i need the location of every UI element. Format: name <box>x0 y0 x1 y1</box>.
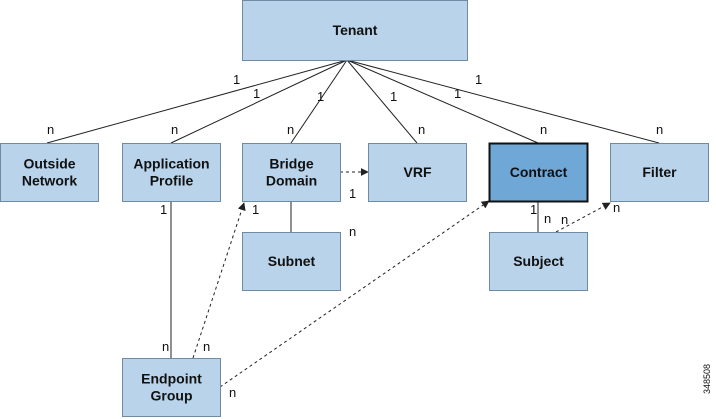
cardinality-to-contract-subject: n <box>544 211 551 226</box>
cardinality-to-tenant-contract: n <box>540 122 547 137</box>
node-contract: Contract <box>488 142 589 203</box>
cardinality-to-bridge-domain-subnet: n <box>349 224 356 239</box>
edge-tenant-to-application-profile <box>170 59 348 144</box>
cardinality-from-tenant-application-profile: 1 <box>253 86 260 101</box>
cardinality-to-tenant-application-profile: n <box>171 122 178 137</box>
edge-endpoint-group-to-contract <box>219 200 490 388</box>
figure-id: 348508 <box>702 364 712 394</box>
cardinality-from-tenant-bridge-domain: 1 <box>317 89 324 104</box>
edge-tenant-to-filter <box>346 59 660 144</box>
cardinality-to-tenant-vrf: n <box>418 122 425 137</box>
node-box <box>489 232 588 291</box>
node-subject: Subject <box>489 232 588 291</box>
edge-tenant-to-outside-network <box>46 59 348 144</box>
node-subnet: Subnet <box>242 232 341 291</box>
node-label: Tenant <box>333 22 378 38</box>
cardinality-to-tenant-outside-network: n <box>47 122 54 137</box>
cardinality-to-tenant-filter: n <box>656 122 663 137</box>
cardinality-from-contract-subject: 1 <box>530 202 537 217</box>
node-vrf: VRF <box>368 143 467 202</box>
node-filter: Filter <box>610 143 709 202</box>
cardinality-from-endpoint-group-bridge-domain: n <box>203 339 210 354</box>
cardinality-from-application-profile-endpoint-group: 1 <box>160 202 167 217</box>
cardinality-from-subject-filter: n <box>561 212 568 227</box>
cardinality-to-tenant-bridge-domain: n <box>287 122 294 137</box>
cardinality-from-tenant-outside-network: 1 <box>233 72 240 87</box>
cardinality-from-endpoint-group-contract: n <box>229 385 236 400</box>
node-box <box>368 143 467 202</box>
node-label: Subnet <box>268 253 316 269</box>
node-label: Subject <box>513 253 564 269</box>
cardinality-from-tenant-filter: 1 <box>475 72 482 87</box>
cardinality-from-bridge-domain-subnet: 1 <box>252 202 259 217</box>
cardinality-to-subject-filter: n <box>613 200 620 215</box>
edges-layer <box>46 59 660 388</box>
node-box <box>122 143 221 202</box>
node-label: Contract <box>510 164 568 180</box>
cardinality-to-application-profile-endpoint-group: n <box>162 339 169 354</box>
edge-tenant-to-vrf <box>346 59 418 144</box>
edge-tenant-to-bridge-domain <box>290 59 348 144</box>
cardinality-from-tenant-vrf: 1 <box>390 89 397 104</box>
edge-endpoint-group-to-bridge-domain <box>192 202 246 359</box>
cardinality-from-tenant-contract: 1 <box>454 86 461 101</box>
cardinality-to-bridge-domain-vrf: 1 <box>349 186 356 201</box>
node-box <box>610 143 709 202</box>
node-box <box>0 143 99 202</box>
node-tenant: Tenant <box>242 0 468 61</box>
node-box <box>122 358 221 417</box>
edge-tenant-to-contract <box>346 59 539 144</box>
node-box <box>242 143 341 202</box>
node-box <box>488 142 589 203</box>
edge-subject-to-filter <box>555 202 611 233</box>
node-box <box>242 0 468 61</box>
node-label: Filter <box>642 164 677 180</box>
node-box <box>242 232 341 291</box>
node-label: VRF <box>404 164 432 180</box>
